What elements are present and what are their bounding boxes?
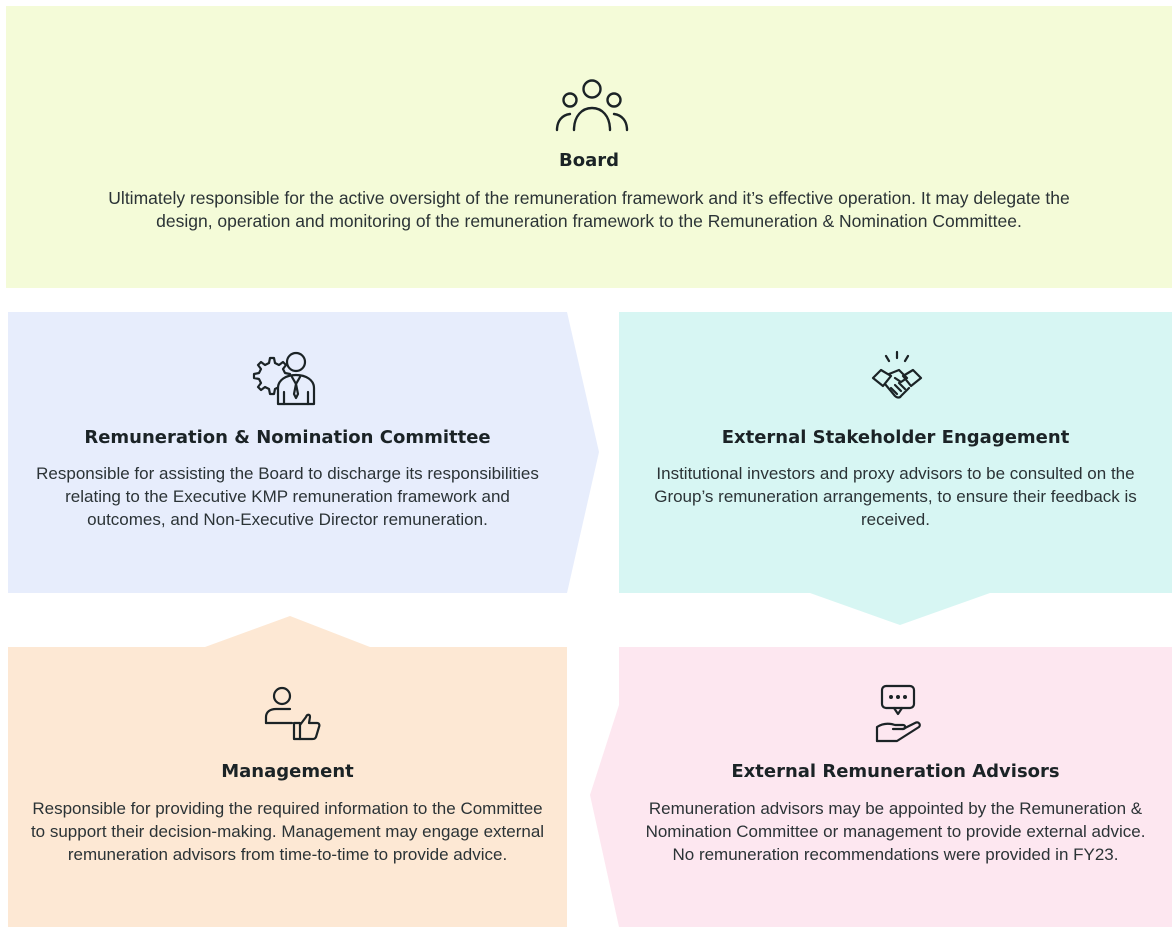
external-stakeholder-title: External Stakeholder Engagement xyxy=(721,427,1070,448)
remuneration-committee-panel: Remuneration & Nomination Committee Resp… xyxy=(8,312,567,593)
management-description: Responsible for providing the required i… xyxy=(30,799,545,864)
hand-speech-bubble-icon xyxy=(875,684,921,743)
external-advisors-title: External Remuneration Advisors xyxy=(731,761,1060,782)
external-stakeholder-description: Institutional investors and proxy adviso… xyxy=(654,464,1137,529)
board-panel: Board Ultimately responsible for the act… xyxy=(6,6,1172,288)
group-people-icon xyxy=(555,79,629,132)
arrow-advisors-to-management xyxy=(590,705,619,927)
external-advisors-panel: External Remuneration Advisors Remunerat… xyxy=(619,647,1172,927)
external-advisors-description: Remuneration advisors may be appointed b… xyxy=(645,799,1146,864)
arrow-stakeholder-to-advisors xyxy=(810,593,990,625)
remuneration-committee-description: Responsible for assisting the Board to d… xyxy=(36,464,539,529)
remuneration-committee-title: Remuneration & Nomination Committee xyxy=(84,427,491,448)
board-title: Board xyxy=(559,150,619,171)
handshake-icon xyxy=(871,350,923,399)
management-panel: Management Responsible for providing the… xyxy=(8,647,567,927)
arrow-management-to-committee xyxy=(205,616,370,647)
board-description: Ultimately responsible for the active ov… xyxy=(108,188,1070,231)
arrow-committee-to-stakeholder xyxy=(567,312,599,593)
gear-person-icon xyxy=(252,351,316,406)
person-thumbs-up-icon xyxy=(264,686,321,741)
management-title: Management xyxy=(221,761,354,782)
external-stakeholder-panel: External Stakeholder Engagement Institut… xyxy=(619,312,1172,593)
